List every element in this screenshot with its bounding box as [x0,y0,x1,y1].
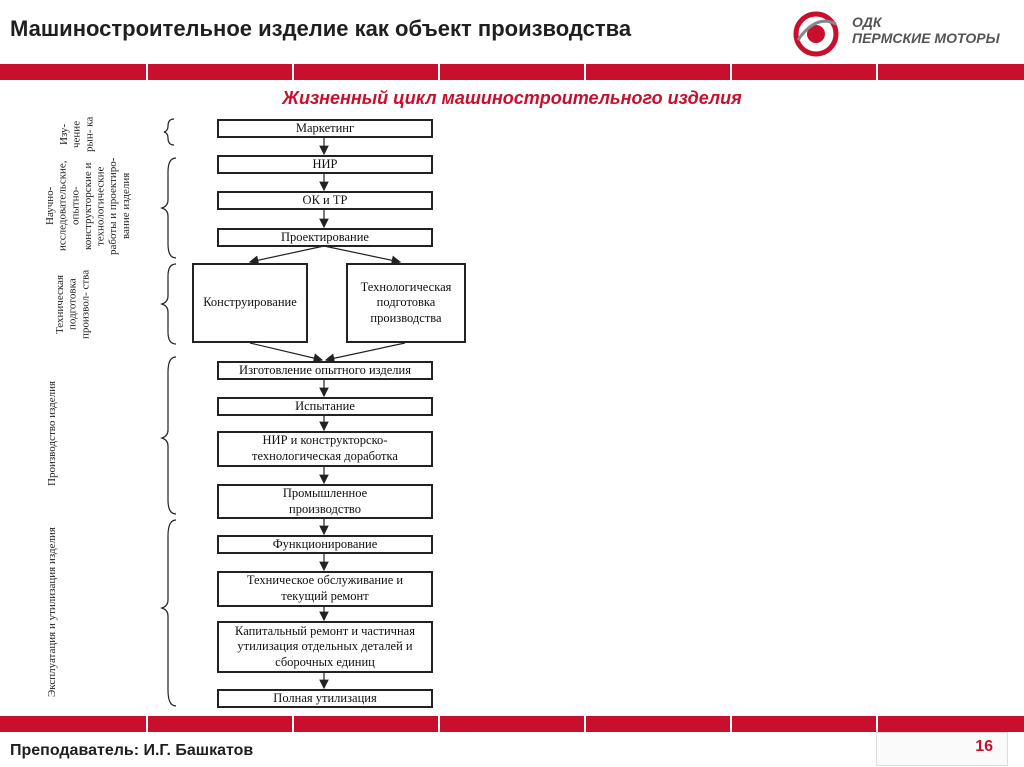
box-prototype: Изготовление опытного изделия [217,361,433,380]
phase-label-rnd: Научно- исследовательские, опытно- конст… [44,156,156,256]
box-design: Проектирование [217,228,433,247]
box-maintenance: Техническое обслуживание и текущий ремон… [217,571,433,607]
box-construct: Конструирование [192,263,308,343]
bottom-divider-band [0,716,1024,732]
box-nir-dev: НИР и конструкторско-технологическая дор… [217,431,433,467]
phase-label-market-study: Изу- чение рын- ка [58,116,102,152]
page-number: 16 [975,738,993,756]
box-operation: Функционирование [217,535,433,554]
box-disposal: Полная утилизация [217,689,433,708]
phase-label-production: Производство изделия [46,358,66,508]
box-nir: НИР [217,155,433,174]
box-tech-prep: Технологическая подготовка производства [346,263,466,343]
phase-label-exploitation: Эксплуатация и утилизация изделия [46,522,66,702]
box-ok-tr: ОК и ТР [217,191,433,210]
page-number-box: 16 [876,732,1008,766]
box-industrial: Промышленное производство [217,484,433,519]
box-overhaul: Капитальный ремонт и частичная утилизаци… [217,621,433,673]
box-testing: Испытание [217,397,433,416]
phase-label-tech-prep: Техническая подготовка произвол- ства [54,266,100,342]
footer-teacher: Преподаватель: И.Г. Башкатов [10,742,253,760]
box-marketing: Маркетинг [217,119,433,138]
